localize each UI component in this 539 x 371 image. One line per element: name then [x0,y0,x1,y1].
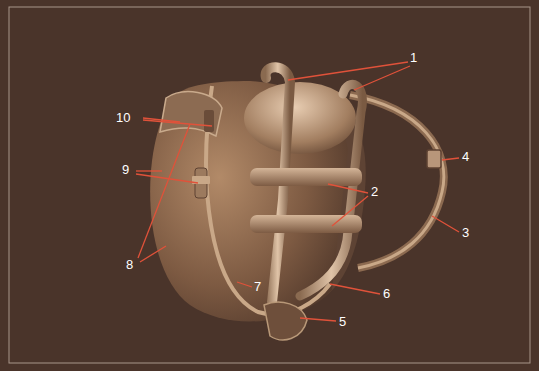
callout-number: 7 [254,279,261,294]
callout-number: 10 [116,110,130,125]
callout-number: 1 [410,50,417,65]
callout-number: 8 [126,257,133,272]
callout-number: 9 [122,162,129,177]
callout-number: 2 [371,184,378,199]
callout-number: 4 [462,149,469,164]
callout-number: 5 [339,314,346,329]
callout-number: 6 [383,286,390,301]
callout-number: 3 [462,225,469,240]
